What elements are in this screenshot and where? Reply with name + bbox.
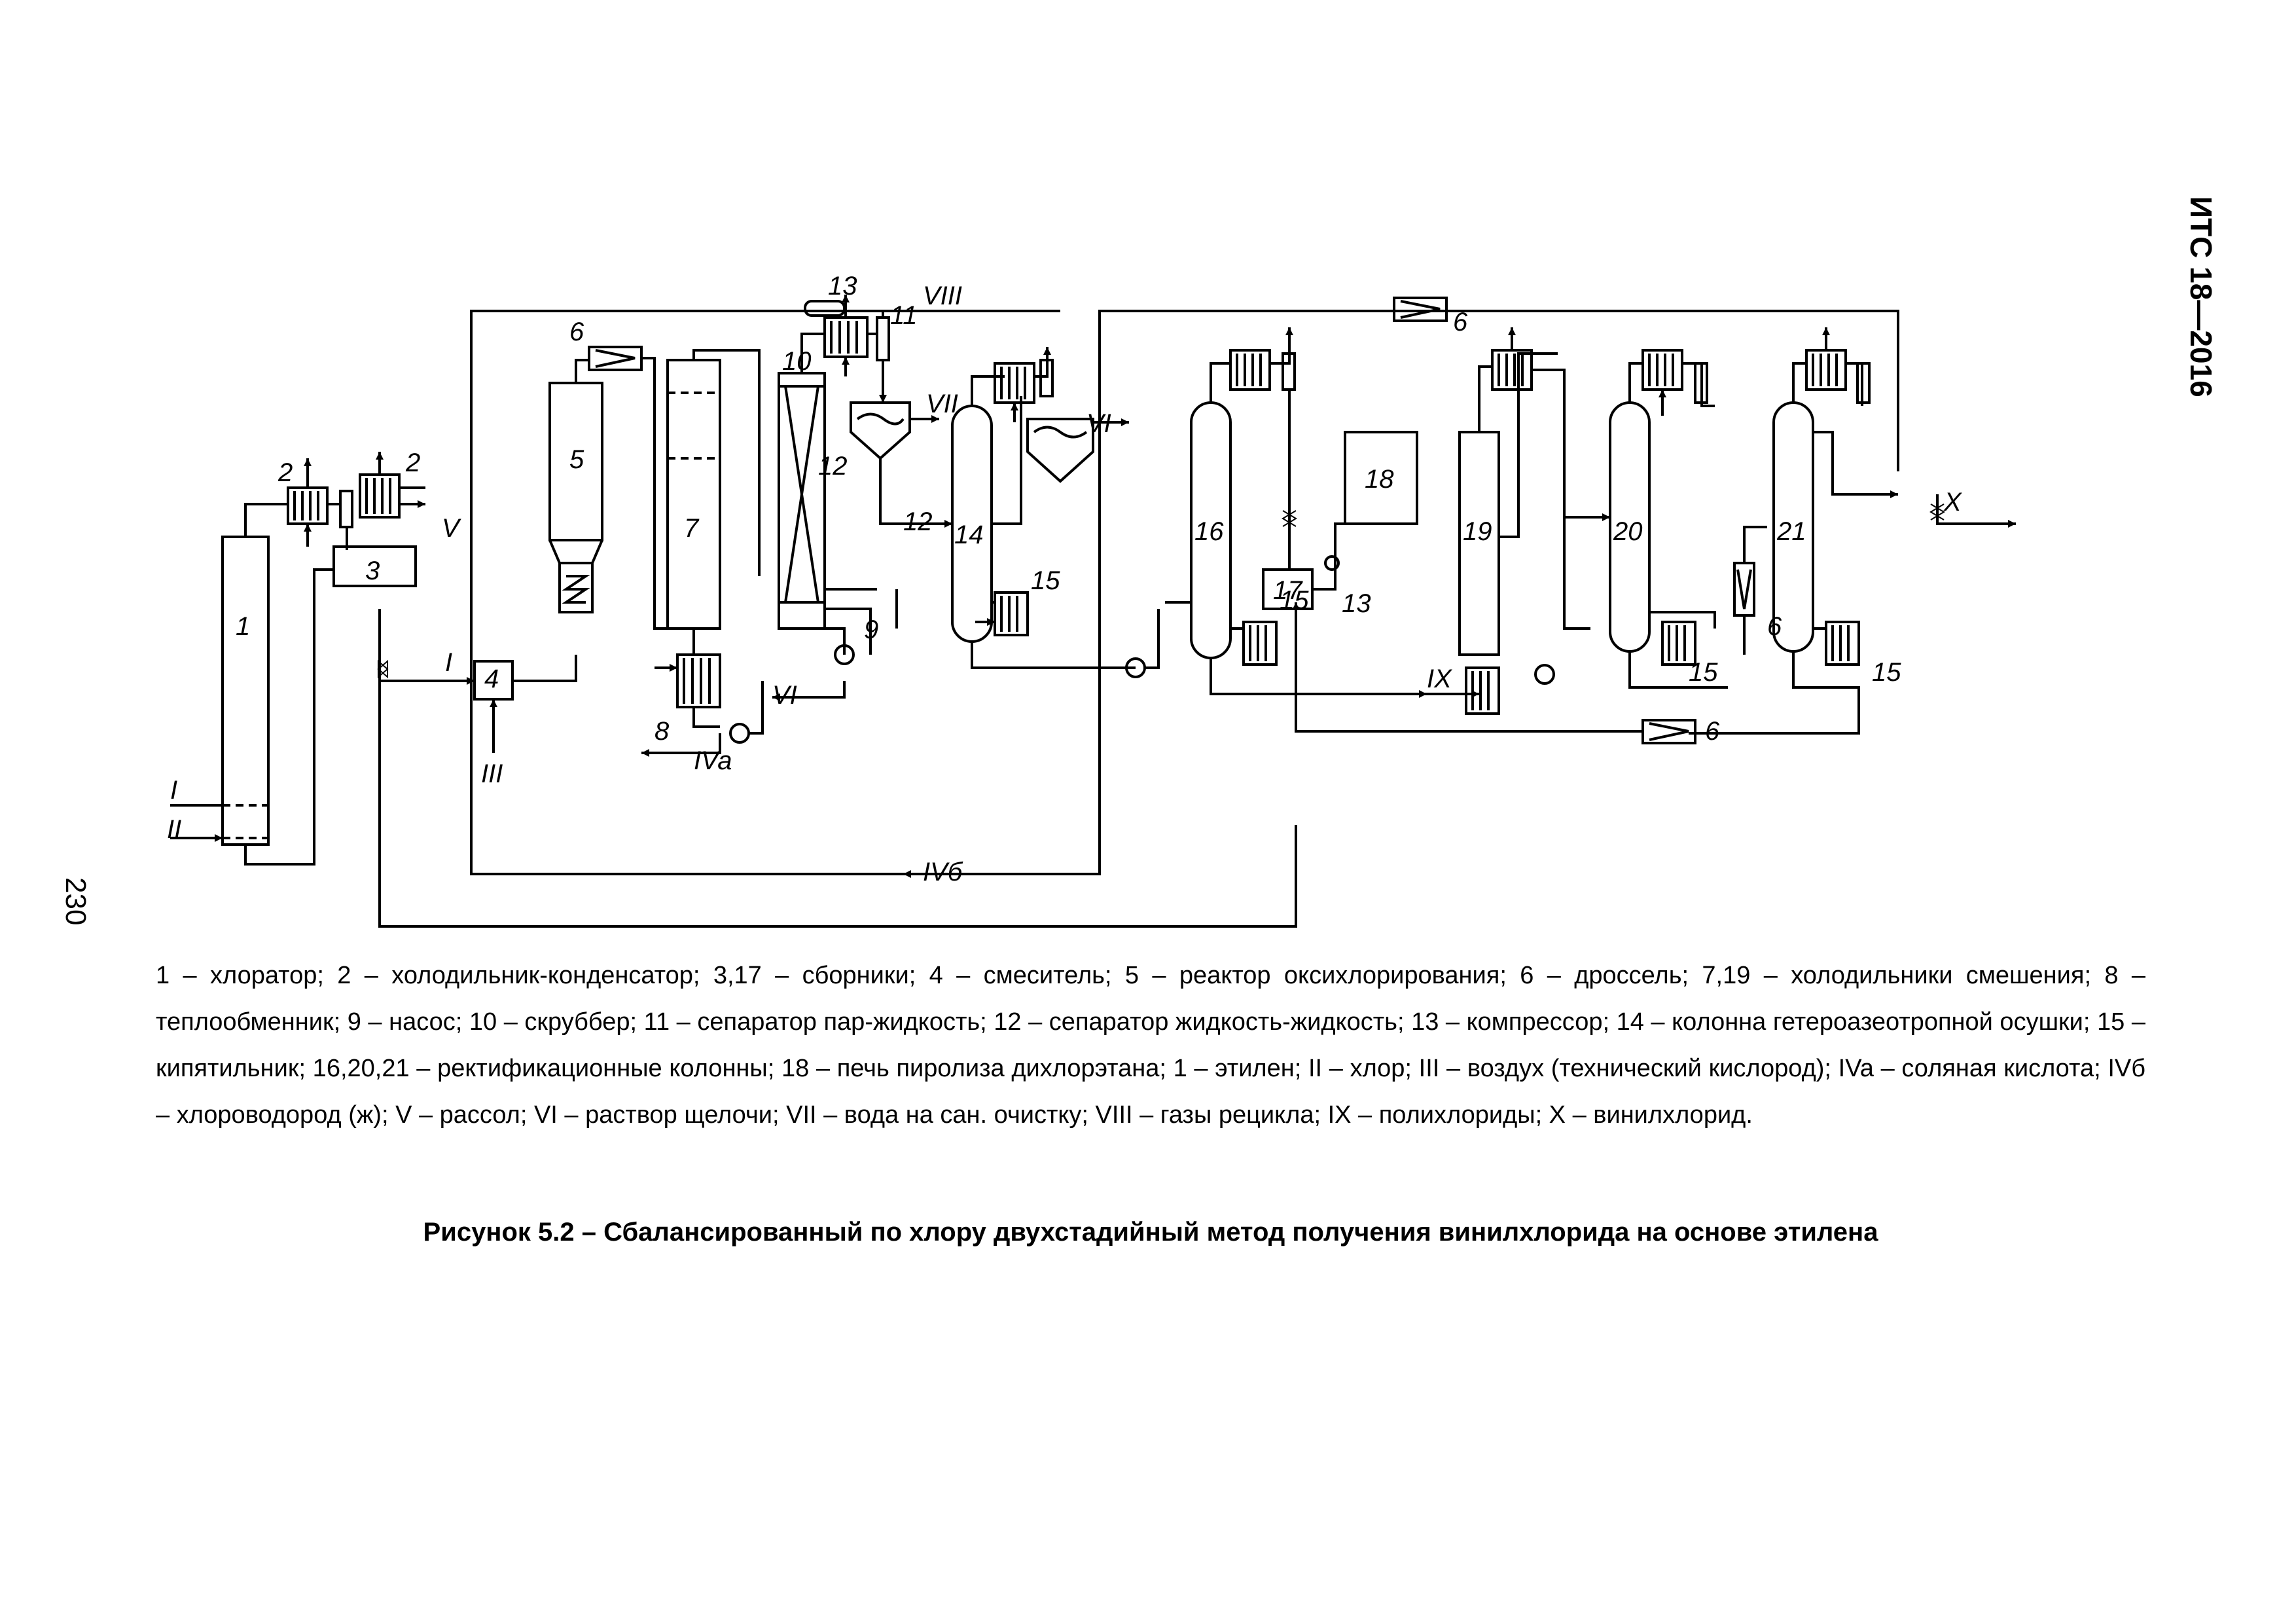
stream-IVb: IVб	[923, 858, 963, 886]
stream-III: III	[481, 759, 503, 788]
pump-14	[1125, 657, 1146, 678]
label-1: 1	[236, 612, 250, 641]
pump-9b	[834, 644, 855, 665]
reboiler-15a	[994, 591, 1029, 636]
label-8: 8	[655, 717, 670, 746]
figure-legend: 1 – хлоратор; 2 – холодильник-конденсато…	[156, 962, 2145, 1129]
label-6: 6	[569, 318, 584, 346]
label-13: 13	[1342, 589, 1371, 618]
label-10: 10	[782, 347, 812, 376]
process-flow-diagram: 1 2 2 3 4 5 6 7 8 9 10 11 12 12 13 13 14…	[118, 236, 2147, 956]
label-20: 20	[1613, 517, 1643, 546]
label-6: 6	[1767, 612, 1782, 641]
separator-3-top	[339, 490, 353, 528]
stream-V: V	[442, 514, 461, 543]
compressor-13-top	[804, 300, 846, 317]
label-12: 12	[818, 452, 848, 481]
label-16: 16	[1194, 517, 1224, 546]
recycle-line-viii	[470, 310, 1899, 875]
label-5: 5	[569, 445, 584, 474]
label-6: 6	[1453, 308, 1468, 337]
valve-a	[377, 659, 389, 679]
label-19: 19	[1463, 517, 1492, 546]
process-flow-svg: 1 2 2 3 4 5 6 7 8 9 10 11 12 12 13 13 14…	[167, 272, 2016, 928]
label-15: 15	[1872, 658, 1901, 687]
pyrolysis-furnace-18	[1344, 431, 1418, 525]
liquid-separator-12a	[850, 401, 911, 460]
compressor-13	[1324, 555, 1340, 571]
separator-2h-side	[1856, 362, 1871, 404]
page-number-text: 230	[60, 877, 92, 926]
label-9: 9	[864, 615, 878, 644]
bottom-return-line	[378, 609, 1297, 928]
mixing-cooler-7	[666, 359, 721, 630]
reboiler-15c	[1661, 621, 1696, 666]
label-15: 15	[1031, 566, 1060, 595]
separator-2g-side	[1694, 362, 1708, 404]
stream-VI: VI	[772, 681, 797, 710]
label-11: 11	[890, 301, 918, 330]
label-21: 21	[1776, 517, 1806, 546]
label-3: 3	[365, 556, 380, 585]
heat-exchanger-8a	[676, 653, 721, 708]
label-13: 13	[828, 272, 857, 301]
label-6: 6	[1705, 717, 1720, 746]
label-15: 15	[1689, 658, 1718, 687]
vapor-liquid-separator-11	[876, 316, 890, 361]
separator-2d-side	[1039, 359, 1054, 397]
heat-exchanger-8b	[1465, 666, 1500, 715]
label-15: 15	[1280, 586, 1309, 615]
stream-X: X	[1943, 488, 1962, 517]
label-12: 12	[903, 507, 933, 536]
stream-VII: VII	[926, 390, 958, 418]
stream-I: I	[445, 648, 452, 677]
document-code: ИТС 18—2016	[2184, 196, 2218, 397]
label-2: 2	[405, 448, 420, 477]
collector-3	[332, 545, 417, 587]
label-4: 4	[484, 665, 499, 693]
label-2: 2	[278, 458, 293, 487]
label-14: 14	[954, 520, 984, 549]
label-17: 17	[1273, 576, 1303, 605]
condenser-2e	[1229, 349, 1271, 391]
valve-b	[1282, 510, 1297, 527]
pump-9a	[729, 723, 750, 744]
chlorinator-1	[221, 536, 270, 846]
label-18: 18	[1365, 465, 1394, 494]
liquid-separator-12b	[1026, 418, 1094, 483]
figure-title: Рисунок 5.2 – Сбалансированный по хлору …	[423, 1218, 1878, 1247]
running-header: ИТС 18—2016	[2179, 196, 2258, 458]
throttle-6d	[1393, 297, 1448, 322]
label-7: 7	[684, 514, 700, 543]
stream-VI: VI	[1086, 409, 1111, 438]
valve-c	[1929, 503, 1945, 520]
reboiler-15d	[1825, 621, 1860, 666]
reboiler-15b	[1242, 621, 1278, 666]
stream-II: II	[167, 815, 181, 844]
stream-I: I	[170, 776, 177, 805]
stream-IVa: IVa	[694, 746, 732, 775]
pump-19	[1534, 664, 1555, 685]
stream-IX: IX	[1427, 665, 1452, 693]
stream-VIII: VIII	[923, 282, 962, 310]
